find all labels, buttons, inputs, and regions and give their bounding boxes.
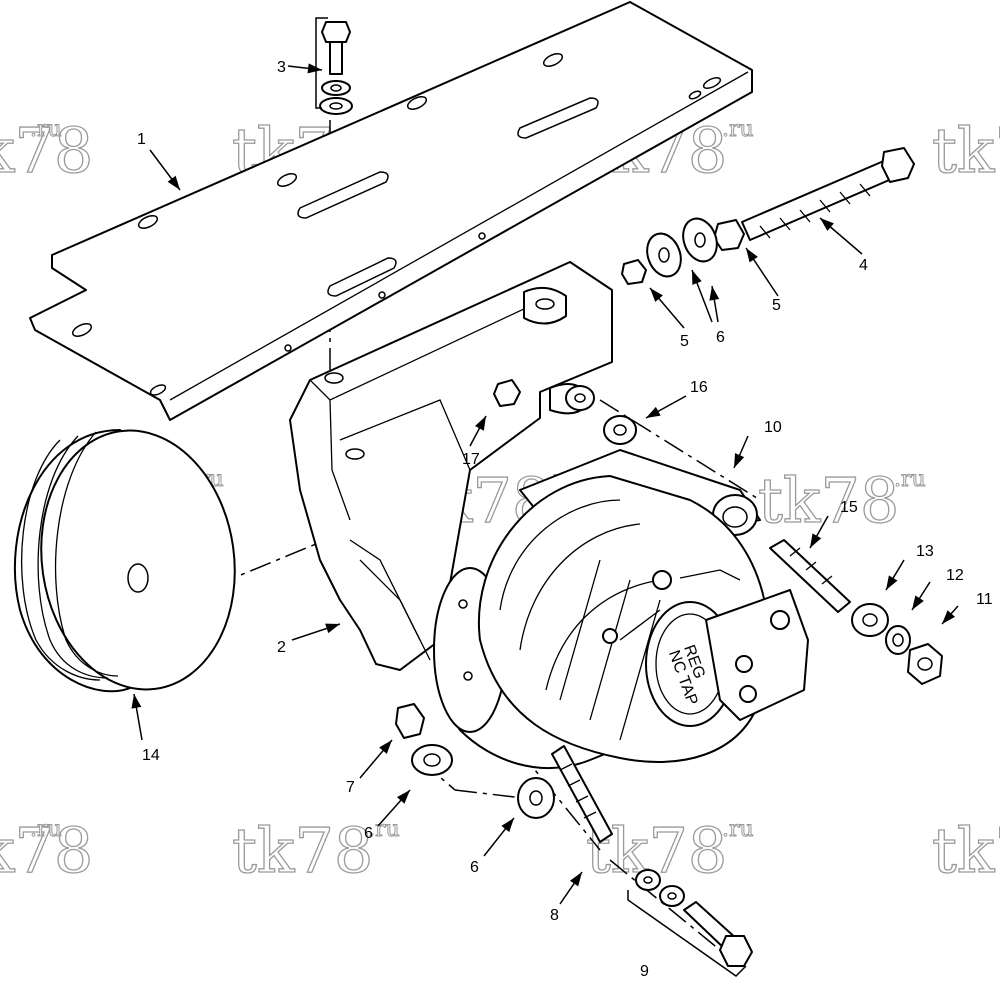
watermark-text: tk78 — [0, 814, 93, 887]
nut-and-washers-right — [493, 379, 637, 445]
alternator-bracket — [289, 261, 613, 671]
leader-arrowhead — [646, 406, 661, 418]
leader-arrowhead — [379, 740, 392, 754]
leader-arrowhead — [569, 872, 582, 887]
callout-3: 3 — [277, 59, 286, 76]
watermark-text: tk78 — [758, 464, 899, 537]
leader-arrowhead — [396, 790, 410, 804]
leader-arrowhead — [307, 63, 322, 74]
alternator: REG NC TAP — [433, 449, 809, 769]
watermark-text: tk78 — [932, 114, 1000, 187]
callout-14: 14 — [142, 747, 160, 764]
leader-arrowhead — [820, 218, 834, 231]
callout-4: 4 — [859, 257, 868, 274]
callout-16: 16 — [690, 379, 708, 396]
callout-5: 5 — [680, 333, 689, 350]
callout-labels: 1 2 3 4 5 5 6 6 6 6 7 8 9 10 11 12 13 14… — [137, 59, 993, 980]
callout-6: 6 — [364, 825, 373, 842]
leader-arrowhead — [501, 818, 514, 833]
callout-1: 1 — [137, 131, 146, 148]
leader-arrowhead — [734, 453, 745, 468]
leader-arrowhead — [475, 416, 486, 431]
callout-13: 13 — [916, 543, 934, 560]
mounting-plate — [29, 1, 753, 421]
leader-arrowhead — [912, 595, 924, 610]
pulley — [13, 429, 236, 693]
leader-arrows — [131, 63, 959, 905]
leader-arrowhead — [709, 286, 720, 301]
watermark-suffix: .ru — [30, 817, 62, 842]
callout-15: 15 — [840, 499, 858, 516]
callout-11: 11 — [976, 591, 993, 608]
callout-12: 12 — [946, 567, 964, 584]
callout-7: 7 — [346, 779, 355, 796]
watermark-suffix: .ru — [722, 117, 754, 142]
watermark-text: tk78 — [0, 114, 93, 187]
lower-hardware — [395, 703, 753, 967]
leader-arrowhead — [810, 533, 822, 548]
watermark-suffix: .ru — [894, 467, 926, 492]
leader-arrowhead — [942, 610, 956, 624]
callout-6: 6 — [470, 859, 479, 876]
stud-and-nut-right — [769, 539, 943, 685]
callout-8: 8 — [550, 907, 559, 924]
leader-arrowhead — [167, 175, 180, 190]
watermark-text: tk78 — [232, 814, 373, 887]
callout-9: 9 — [640, 963, 649, 980]
leader-arrowhead — [650, 288, 663, 302]
callout-2: 2 — [277, 639, 286, 656]
watermark-text: tk78 — [932, 814, 1000, 887]
group-brackets — [315, 17, 747, 977]
leader-arrowhead — [746, 248, 758, 263]
leader-arrowhead — [325, 623, 340, 634]
callout-5: 5 — [772, 297, 781, 314]
leader-arrowhead — [886, 575, 898, 590]
watermark-suffix: .ru — [722, 817, 754, 842]
watermark-text: tk78 — [586, 814, 727, 887]
callout-6: 6 — [716, 329, 725, 346]
top-bolt-assembly — [319, 21, 353, 115]
callout-10: 10 — [764, 419, 782, 436]
adjusting-bolt-assembly — [621, 147, 915, 285]
leader-arrowhead — [692, 270, 702, 285]
watermark-suffix: .ru — [368, 817, 400, 842]
callout-17: 17 — [462, 451, 480, 468]
watermark-suffix: .ru — [30, 117, 62, 142]
leader-arrowhead — [131, 694, 142, 709]
